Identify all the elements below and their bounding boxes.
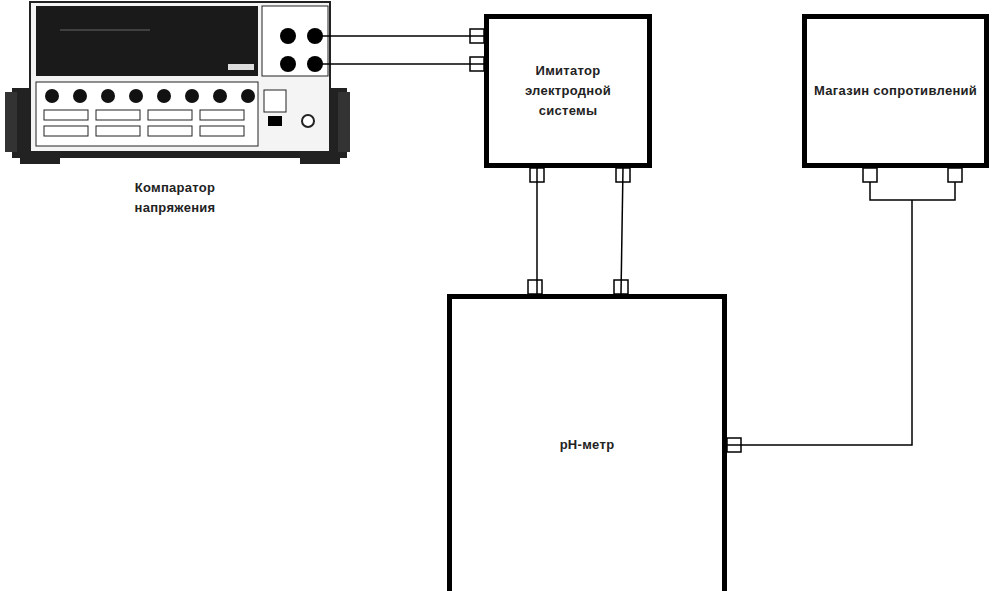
button: [213, 89, 227, 103]
wire: [621, 168, 623, 294]
box-label: pH-метр: [560, 435, 615, 455]
key: [200, 126, 244, 136]
box-label: Магазин сопротивлений: [814, 81, 977, 101]
terminal: [280, 56, 296, 72]
button: [129, 89, 143, 103]
box-label: Имитатор электродной системы: [503, 61, 633, 121]
key: [96, 110, 140, 120]
button: [185, 89, 199, 103]
wire: [345, 63, 484, 65]
button-row: [44, 89, 255, 136]
key: [148, 126, 192, 136]
process-box: Магазин сопротивлений: [802, 14, 989, 168]
device-handle: [5, 92, 17, 152]
device-handle: [338, 92, 350, 152]
process-box: Имитатор электродной системы: [484, 14, 652, 168]
device-front: [30, 2, 330, 152]
wire-stub: [315, 35, 345, 37]
display-mark: [228, 64, 254, 70]
process-box: pH-метр: [447, 294, 727, 591]
knob: [302, 115, 314, 127]
button: [73, 89, 87, 103]
wire: [345, 35, 484, 37]
terminal-panel: [262, 6, 328, 76]
wire: [727, 200, 912, 445]
key: [148, 110, 192, 120]
device-foot: [300, 152, 340, 164]
device-label: Компаратор напряжения: [100, 178, 250, 218]
button: [241, 89, 255, 103]
device-display: [36, 6, 258, 76]
switch-knob: [268, 116, 282, 126]
key: [200, 110, 244, 120]
display-line: [60, 30, 150, 31]
button-panel: [36, 82, 258, 146]
power-switch: [264, 90, 286, 112]
device-foot: [20, 152, 60, 164]
key: [44, 110, 88, 120]
wire-stub: [315, 63, 345, 65]
button: [101, 89, 115, 103]
button: [45, 89, 59, 103]
comparator-device: Компаратор напряжения: [5, 0, 345, 232]
voltage-comparator-device: [5, 2, 350, 164]
key: [96, 126, 140, 136]
button: [157, 89, 171, 103]
wire: [536, 168, 538, 294]
key: [44, 126, 88, 136]
merge-bracket: [870, 182, 955, 200]
terminal: [280, 28, 296, 44]
